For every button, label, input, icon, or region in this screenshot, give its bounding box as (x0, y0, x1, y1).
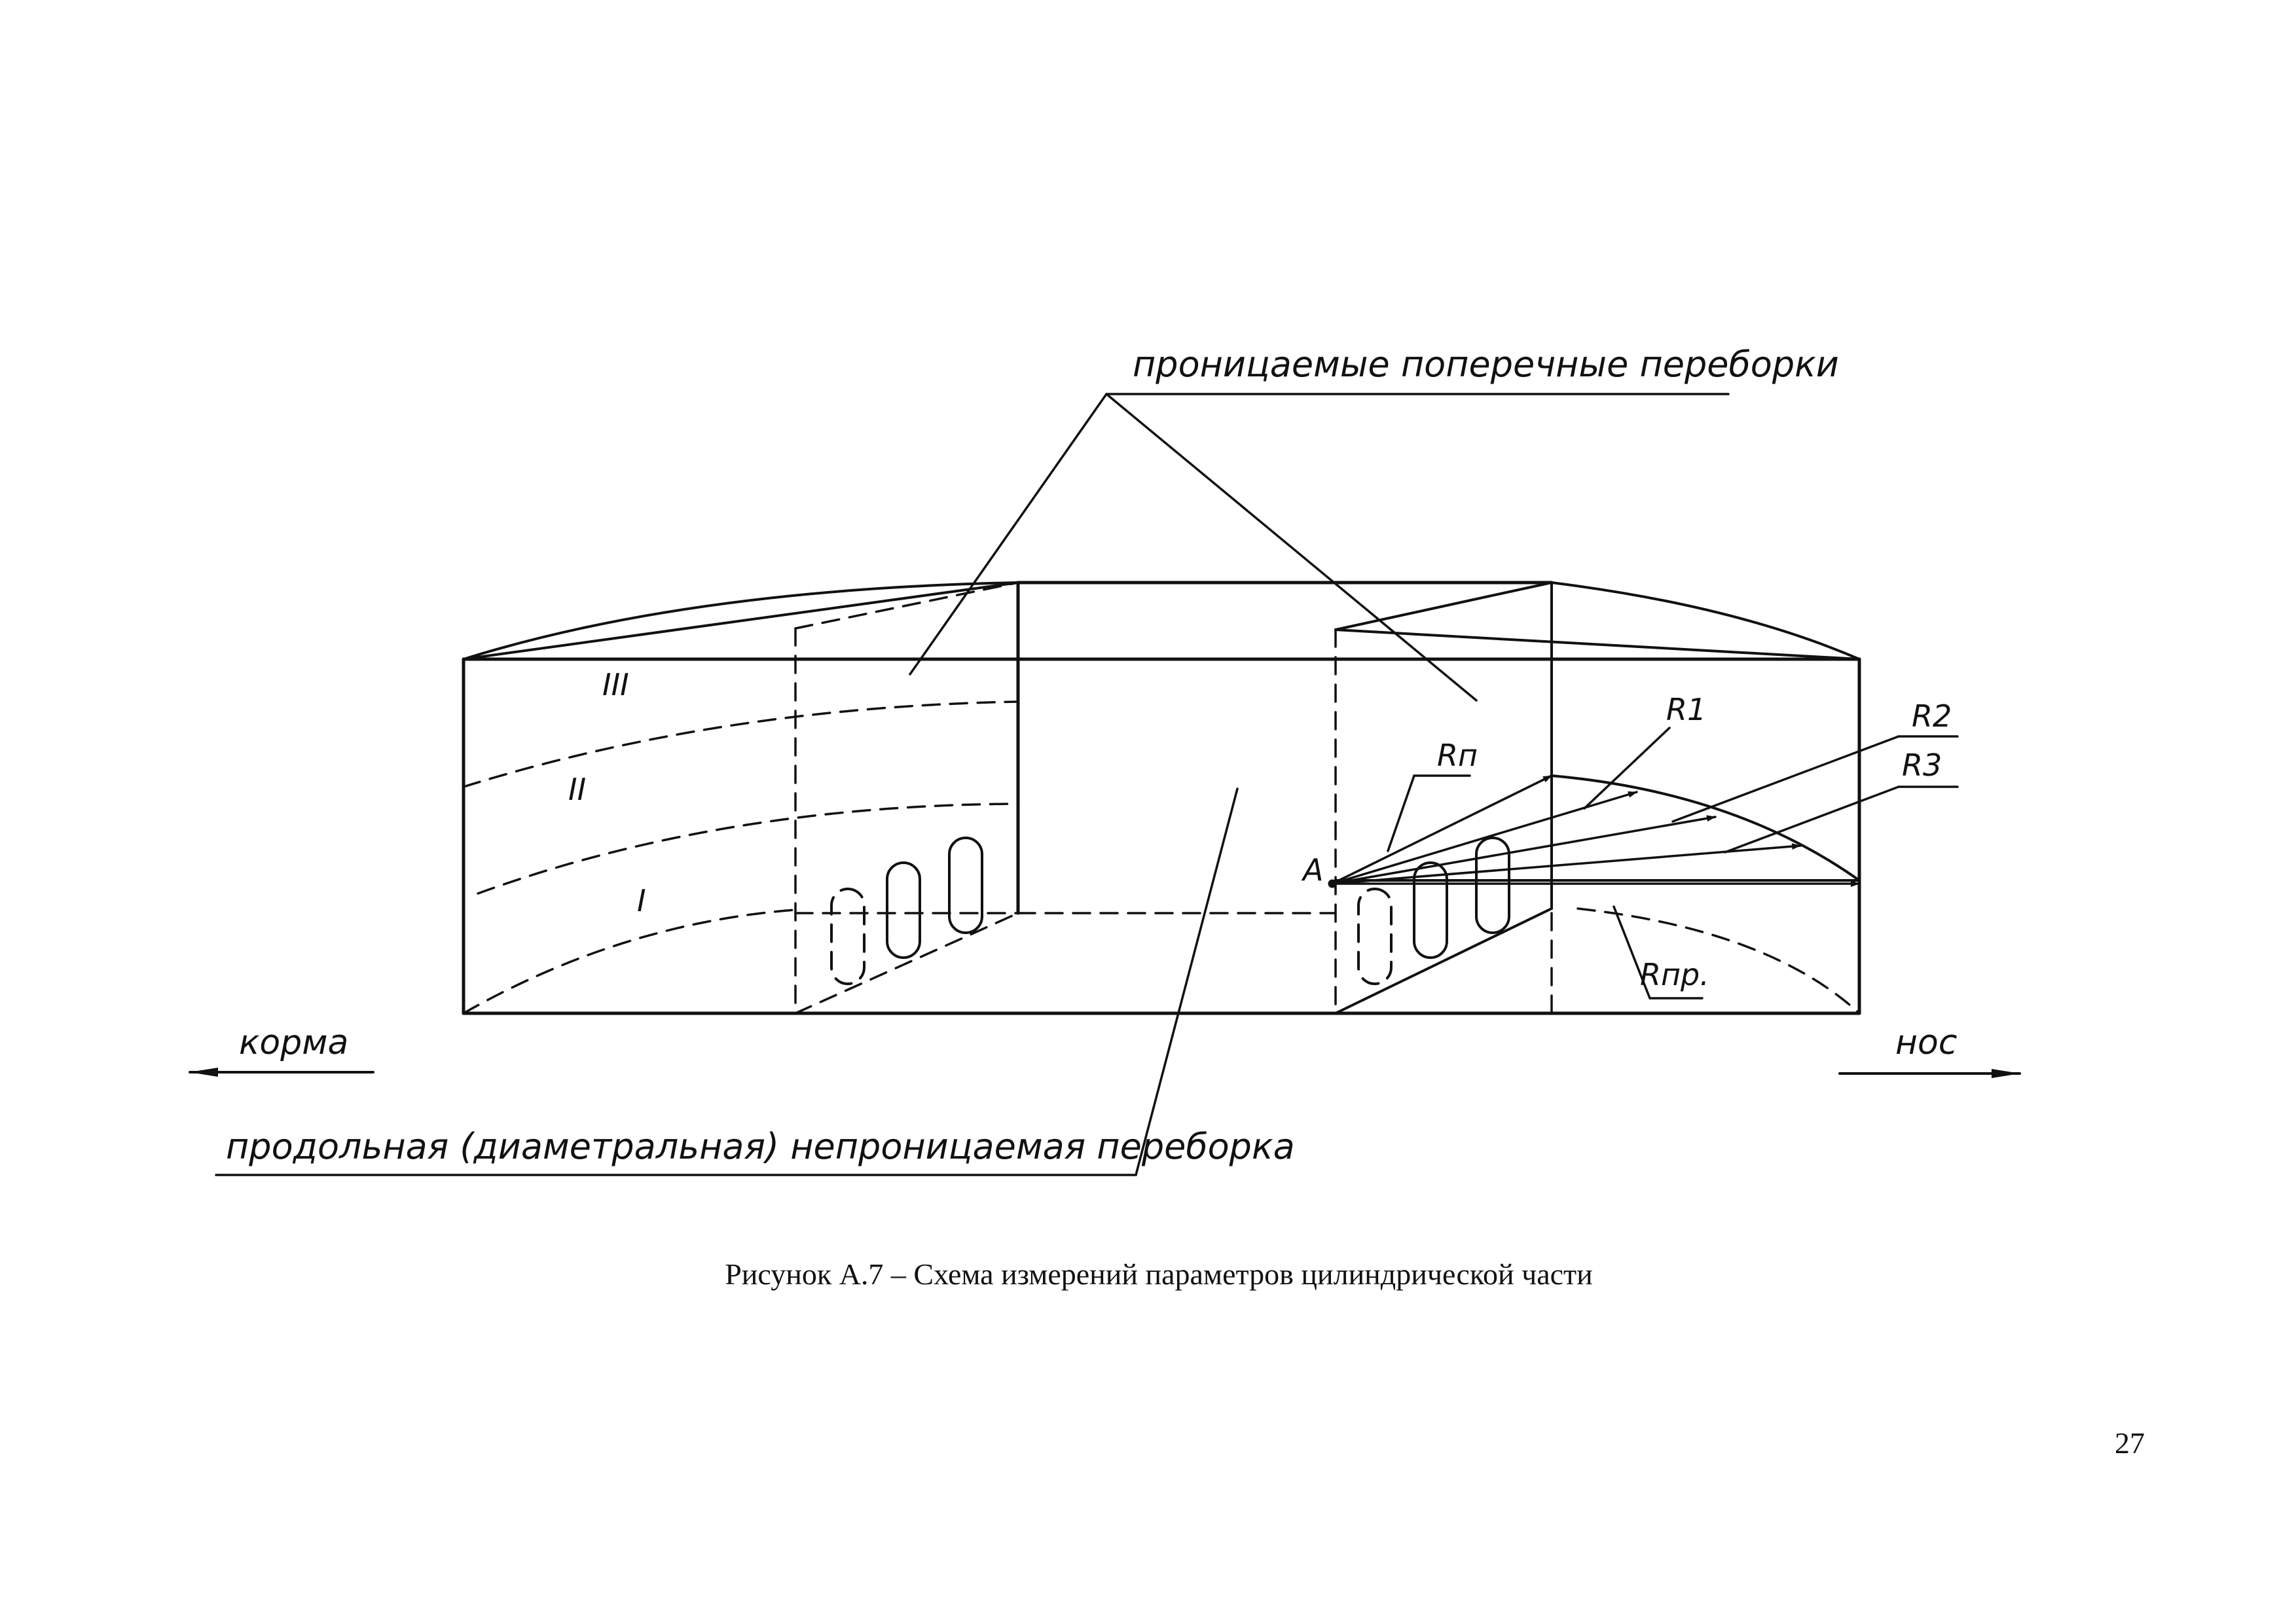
label-zone-2: II (568, 772, 586, 807)
label-longitudinal-bulkhead: продольная (диаметральная) непроницаемая… (226, 1126, 1295, 1167)
transverse-bulkheads (794, 581, 1553, 1015)
hull-box-outline (462, 581, 1861, 1015)
label-r-3: R3 (1902, 748, 1942, 783)
radius-vectors (1331, 774, 1861, 887)
right-compartment-edges (1334, 581, 1861, 1015)
bulkhead-openings (830, 837, 1510, 985)
figure-caption: Рисунок А.7 – Схема измерений параметров… (725, 1257, 1593, 1291)
label-zone-3: III (602, 667, 629, 702)
deck-outline (462, 581, 1861, 660)
label-r-n: Rп (1437, 738, 1478, 773)
label-r-1: R1 (1666, 692, 1706, 727)
label-r-2: R2 (1912, 698, 1952, 734)
point-a-marker (1328, 879, 1337, 888)
radius-arc (1550, 774, 1861, 882)
leader-lines (215, 393, 1959, 1176)
label-stern: корма (239, 1023, 348, 1062)
label-point-a: А (1301, 852, 1323, 888)
label-bow: нос (1895, 1023, 1957, 1062)
label-r-pr: Rпр. (1640, 957, 1709, 992)
direction-arrows (189, 1068, 2021, 1078)
label-permeable-bulkheads: проницаемые поперечные переборки (1133, 344, 1839, 385)
zone-arcs (462, 700, 1861, 1015)
page-number: 27 (2115, 1426, 2145, 1460)
label-zone-1: I (637, 883, 646, 918)
